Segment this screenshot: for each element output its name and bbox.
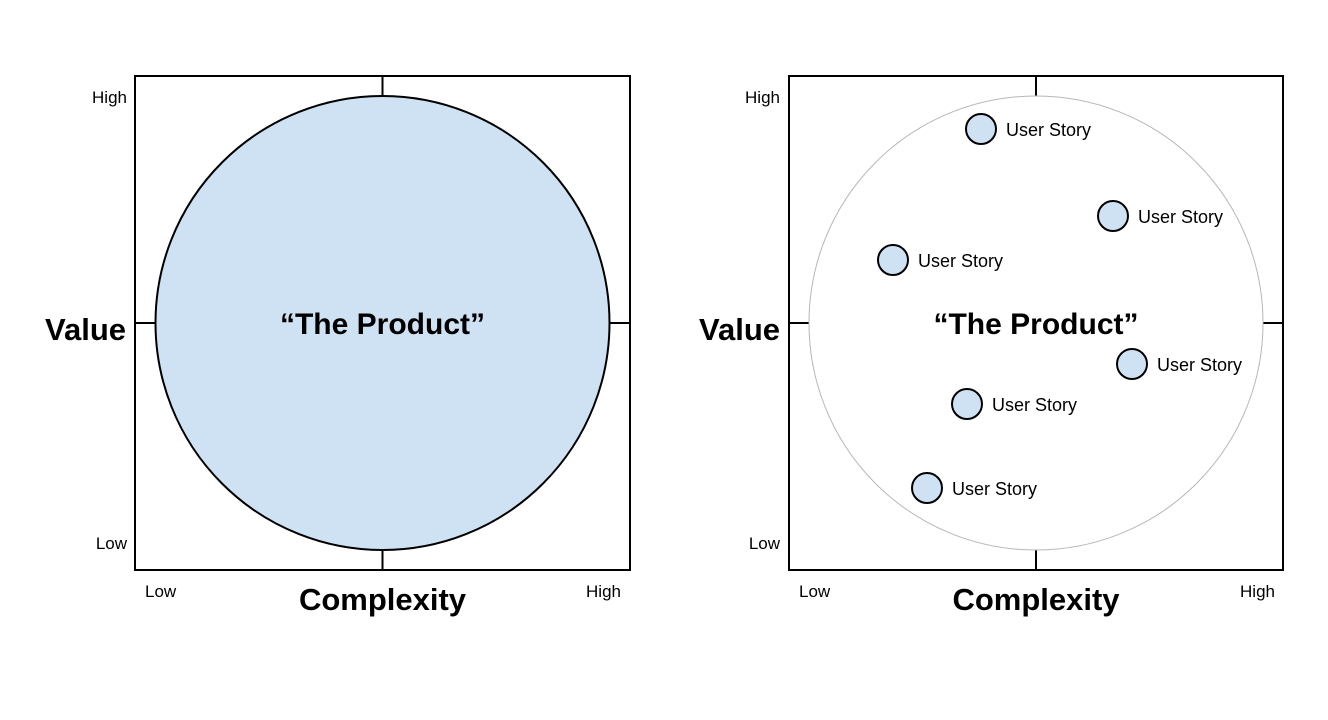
- left-y-high-label: High: [92, 88, 127, 107]
- right-y-high-label: High: [745, 88, 780, 107]
- user-story-label: User Story: [1157, 355, 1242, 375]
- user-story-label: User Story: [918, 251, 1003, 271]
- user-story-2: User Story: [1097, 200, 1223, 232]
- user-story-5: User Story: [951, 388, 1077, 420]
- user-story-label: User Story: [952, 479, 1037, 499]
- right-product-outline: [808, 95, 1264, 551]
- left-x-high-label: High: [586, 582, 621, 601]
- user-story-dot: [911, 472, 943, 504]
- user-story-6: User Story: [911, 472, 1037, 504]
- left-y-low-label: Low: [96, 534, 128, 553]
- right-y-low-label: Low: [749, 534, 781, 553]
- right-product-label: “The Product”: [933, 308, 1138, 341]
- user-story-label: User Story: [992, 395, 1077, 415]
- user-story-label: User Story: [1138, 207, 1223, 227]
- right-x-high-label: High: [1240, 582, 1275, 601]
- left-y-axis-title: Value: [45, 312, 126, 347]
- left-x-low-label: Low: [145, 582, 177, 601]
- left-x-axis-title: Complexity: [299, 582, 467, 617]
- user-story-label: User Story: [1006, 120, 1091, 140]
- right-x-low-label: Low: [799, 582, 831, 601]
- left-product-label: “The Product”: [280, 308, 485, 341]
- left-panel: “The Product” Value Complexity High Low …: [45, 75, 631, 617]
- right-panel: “The Product” User Story User Story User…: [699, 75, 1284, 617]
- user-story-dot: [951, 388, 983, 420]
- user-story-dot: [1097, 200, 1129, 232]
- user-story-dot: [1116, 348, 1148, 380]
- right-y-axis-title: Value: [699, 312, 780, 347]
- user-story-4: User Story: [1116, 348, 1242, 380]
- left-product-circle: [154, 95, 611, 551]
- user-story-dot: [877, 244, 909, 276]
- user-story-1: User Story: [965, 113, 1091, 145]
- user-story-dot: [965, 113, 997, 145]
- user-story-3: User Story: [877, 244, 1003, 276]
- right-x-axis-title: Complexity: [952, 582, 1120, 617]
